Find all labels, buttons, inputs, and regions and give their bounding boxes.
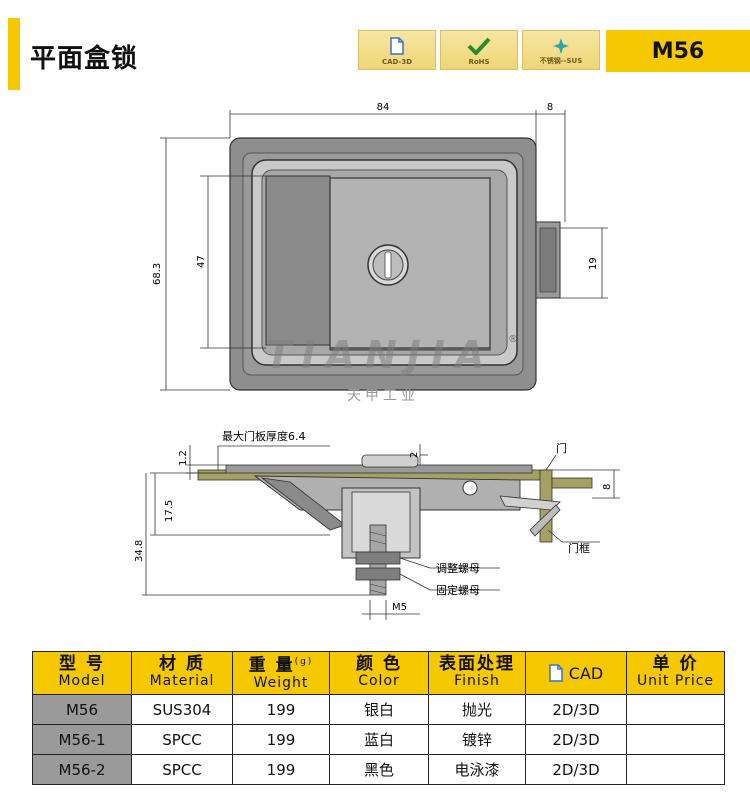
dim-t1: 1.2 — [178, 450, 189, 466]
side-view — [197, 454, 593, 596]
front-view: TIANJIA ® 天甲工业 — [229, 137, 561, 404]
accent-bar — [8, 18, 20, 90]
col-cad: CAD — [525, 651, 627, 695]
dim-depth2: 34.8 — [134, 540, 145, 562]
fixed-nut-label: 固定螺母 — [436, 583, 480, 597]
sus-badge: 不锈钢--SUS — [522, 30, 600, 70]
dim-t2: 2 — [409, 452, 420, 458]
watermark: TIANJIA — [266, 333, 495, 377]
dim-width: 84 — [377, 102, 390, 113]
dim-thread: M5 — [392, 602, 407, 613]
badge-label: RoHS — [468, 58, 490, 66]
watermark-zh: 天甲工业 — [347, 388, 419, 404]
badge-label: 不锈钢--SUS — [539, 57, 583, 65]
dim-cam: 19 — [588, 257, 599, 270]
frame-label: 门框 — [568, 541, 590, 555]
table-row: M56 SUS304 199 银白 抛光 2D/3D — [32, 694, 725, 725]
col-weight: 重 量(g) Weight — [232, 651, 330, 695]
file-icon — [390, 37, 404, 55]
adjust-nut-label: 调整螺母 — [436, 561, 480, 575]
dim-depth1: 17.5 — [164, 500, 175, 522]
table-row: M56-1 SPCC 199 蓝白 镀锌 2D/3D — [32, 724, 725, 755]
check-icon — [467, 37, 491, 55]
cad-3d-badge[interactable]: CAD-3D — [358, 30, 436, 70]
file-icon — [549, 664, 563, 682]
door-label: 门 — [556, 441, 567, 455]
max-panel-label: 最大门板厚度6.4 — [222, 429, 306, 443]
sparkle-icon — [553, 38, 569, 54]
technical-drawing: TIANJIA ® 天甲工业 84 8 68.3 47 19 — [134, 102, 620, 620]
rohs-badge: RoHS — [440, 30, 518, 70]
dim-height: 68.3 — [152, 263, 163, 285]
table-row: M56-2 SPCC 199 黑色 电泳漆 2D/3D — [32, 754, 725, 785]
header: 平面盒锁 CAD-3D RoHS 不锈钢--SUS M56 — [0, 0, 750, 95]
dim-side: 8 — [547, 102, 553, 113]
model-code: M56 — [606, 30, 750, 72]
dim-inner: 47 — [196, 255, 207, 268]
badge-label: CAD-3D — [381, 58, 413, 66]
front-dimensions — [160, 110, 608, 391]
page-title: 平面盒锁 — [30, 44, 139, 74]
side-dimensions — [142, 444, 620, 620]
registered-mark: ® — [508, 334, 518, 345]
dim-door: 8 — [602, 484, 613, 490]
